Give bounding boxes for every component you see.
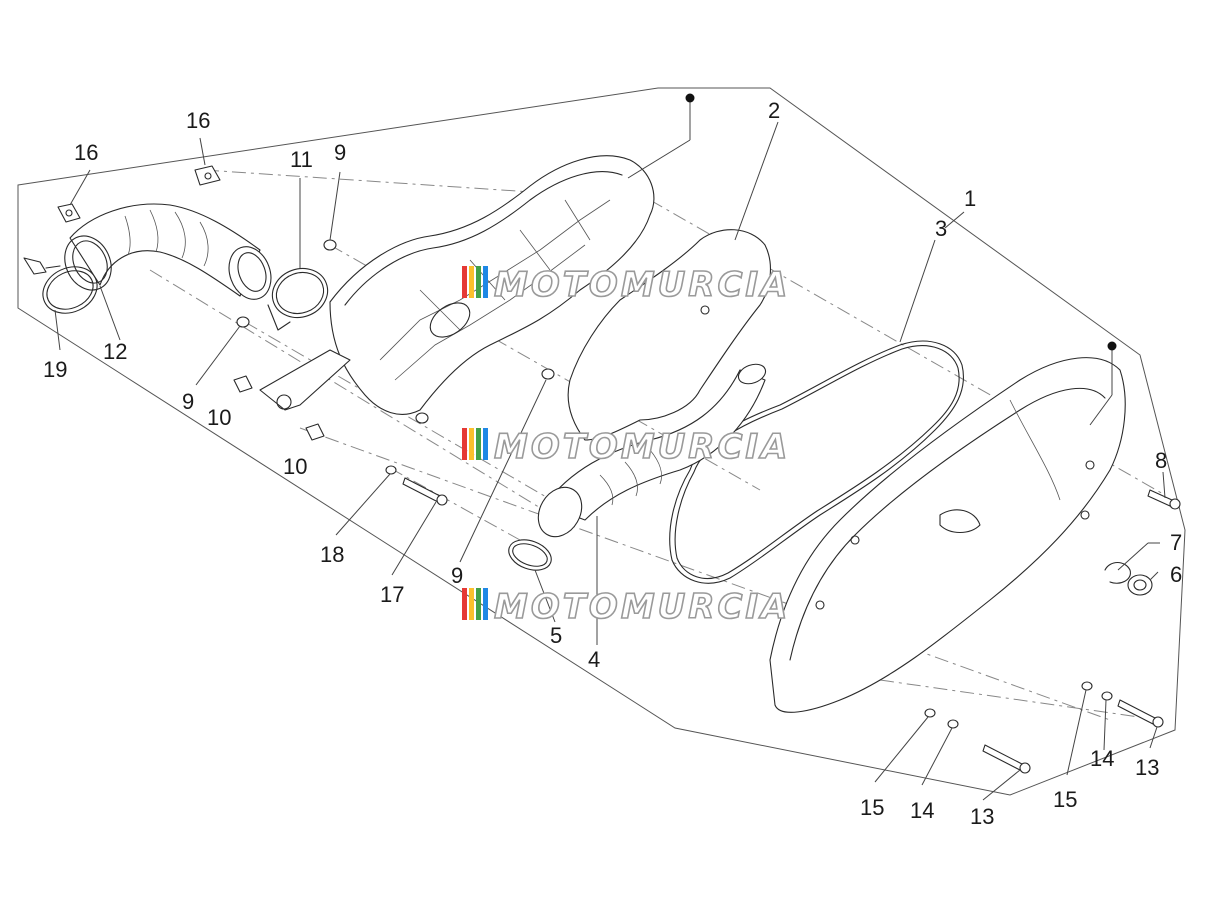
watermark-text: MOTOMURCIA bbox=[494, 427, 790, 467]
clip-7 bbox=[1104, 561, 1131, 584]
callout-15-left: 15 bbox=[860, 795, 884, 820]
callout-7: 7 bbox=[1170, 530, 1182, 555]
watermark-stripe bbox=[469, 428, 474, 460]
callout-9-middle: 9 bbox=[451, 563, 463, 588]
watermark-stripe bbox=[483, 588, 488, 620]
callout-17: 17 bbox=[380, 582, 404, 607]
watermark-text: MOTOMURCIA bbox=[494, 265, 790, 305]
watermark-stripe bbox=[483, 428, 488, 460]
filter-housing-inner bbox=[259, 155, 655, 415]
callout-4: 4 bbox=[588, 647, 600, 672]
callout-9-upper: 9 bbox=[334, 140, 346, 165]
callout-13-right: 13 bbox=[1135, 755, 1159, 780]
intake-duct-12 bbox=[64, 203, 272, 300]
callout-12: 12 bbox=[103, 339, 127, 364]
callout-19: 19 bbox=[43, 357, 67, 382]
watermark-stripe bbox=[469, 588, 474, 620]
callout-9-left: 9 bbox=[182, 389, 194, 414]
assembly-dot-right bbox=[1107, 341, 1117, 351]
leader-lines bbox=[54, 98, 1166, 801]
watermark-top: MOTOMURCIA bbox=[462, 264, 790, 306]
watermark-stripe bbox=[462, 588, 467, 620]
callout-3: 3 bbox=[935, 216, 947, 241]
watermark-stripe bbox=[476, 428, 481, 460]
gasket-3 bbox=[669, 340, 964, 584]
watermark-stripe bbox=[469, 266, 474, 298]
watermark-stripe bbox=[476, 588, 481, 620]
bushings-10 bbox=[233, 375, 325, 441]
callout-14-right: 14 bbox=[1090, 746, 1114, 771]
watermark-middle: MOTOMURCIA bbox=[462, 426, 790, 468]
callout-10-lower: 10 bbox=[283, 454, 307, 479]
callout-13-left: 13 bbox=[970, 804, 994, 829]
callout-11: 11 bbox=[290, 147, 313, 172]
callout-labels: 1 2 3 4 5 6 7 8 9 9 9 10 10 11 12 13 13 … bbox=[43, 98, 1182, 829]
fasteners bbox=[385, 465, 1164, 774]
callout-1: 1 bbox=[964, 186, 976, 211]
callout-14-left: 14 bbox=[910, 798, 934, 823]
watermark-stripe bbox=[476, 266, 481, 298]
watermark-stripe bbox=[462, 428, 467, 460]
assembly-dot-upper bbox=[685, 93, 695, 103]
watermark-bottom: MOTOMURCIA bbox=[462, 586, 790, 628]
filter-element-2 bbox=[567, 229, 771, 441]
callout-15-right: 15 bbox=[1053, 787, 1077, 812]
callout-5: 5 bbox=[550, 623, 562, 648]
air-filter-cover-1 bbox=[769, 357, 1126, 713]
callout-16-upper: 16 bbox=[186, 108, 210, 133]
callout-18: 18 bbox=[320, 542, 344, 567]
spring-clip-16-upper bbox=[194, 165, 221, 186]
callout-2: 2 bbox=[768, 98, 780, 123]
callout-8: 8 bbox=[1155, 448, 1167, 473]
watermark-text: MOTOMURCIA bbox=[494, 587, 790, 627]
cap-6 bbox=[1127, 574, 1153, 596]
watermark-stripe bbox=[462, 266, 467, 298]
spring-clip-16-left bbox=[57, 203, 81, 223]
assembly-frame bbox=[17, 87, 1186, 796]
callout-16-left: 16 bbox=[74, 140, 98, 165]
callout-6: 6 bbox=[1170, 562, 1182, 587]
inlet-pipe-4 bbox=[537, 363, 767, 538]
clamp-ring-11 bbox=[267, 267, 329, 331]
callout-10-upper: 10 bbox=[207, 405, 231, 430]
watermark-stripe bbox=[483, 266, 488, 298]
small-clamp-5 bbox=[508, 539, 552, 571]
